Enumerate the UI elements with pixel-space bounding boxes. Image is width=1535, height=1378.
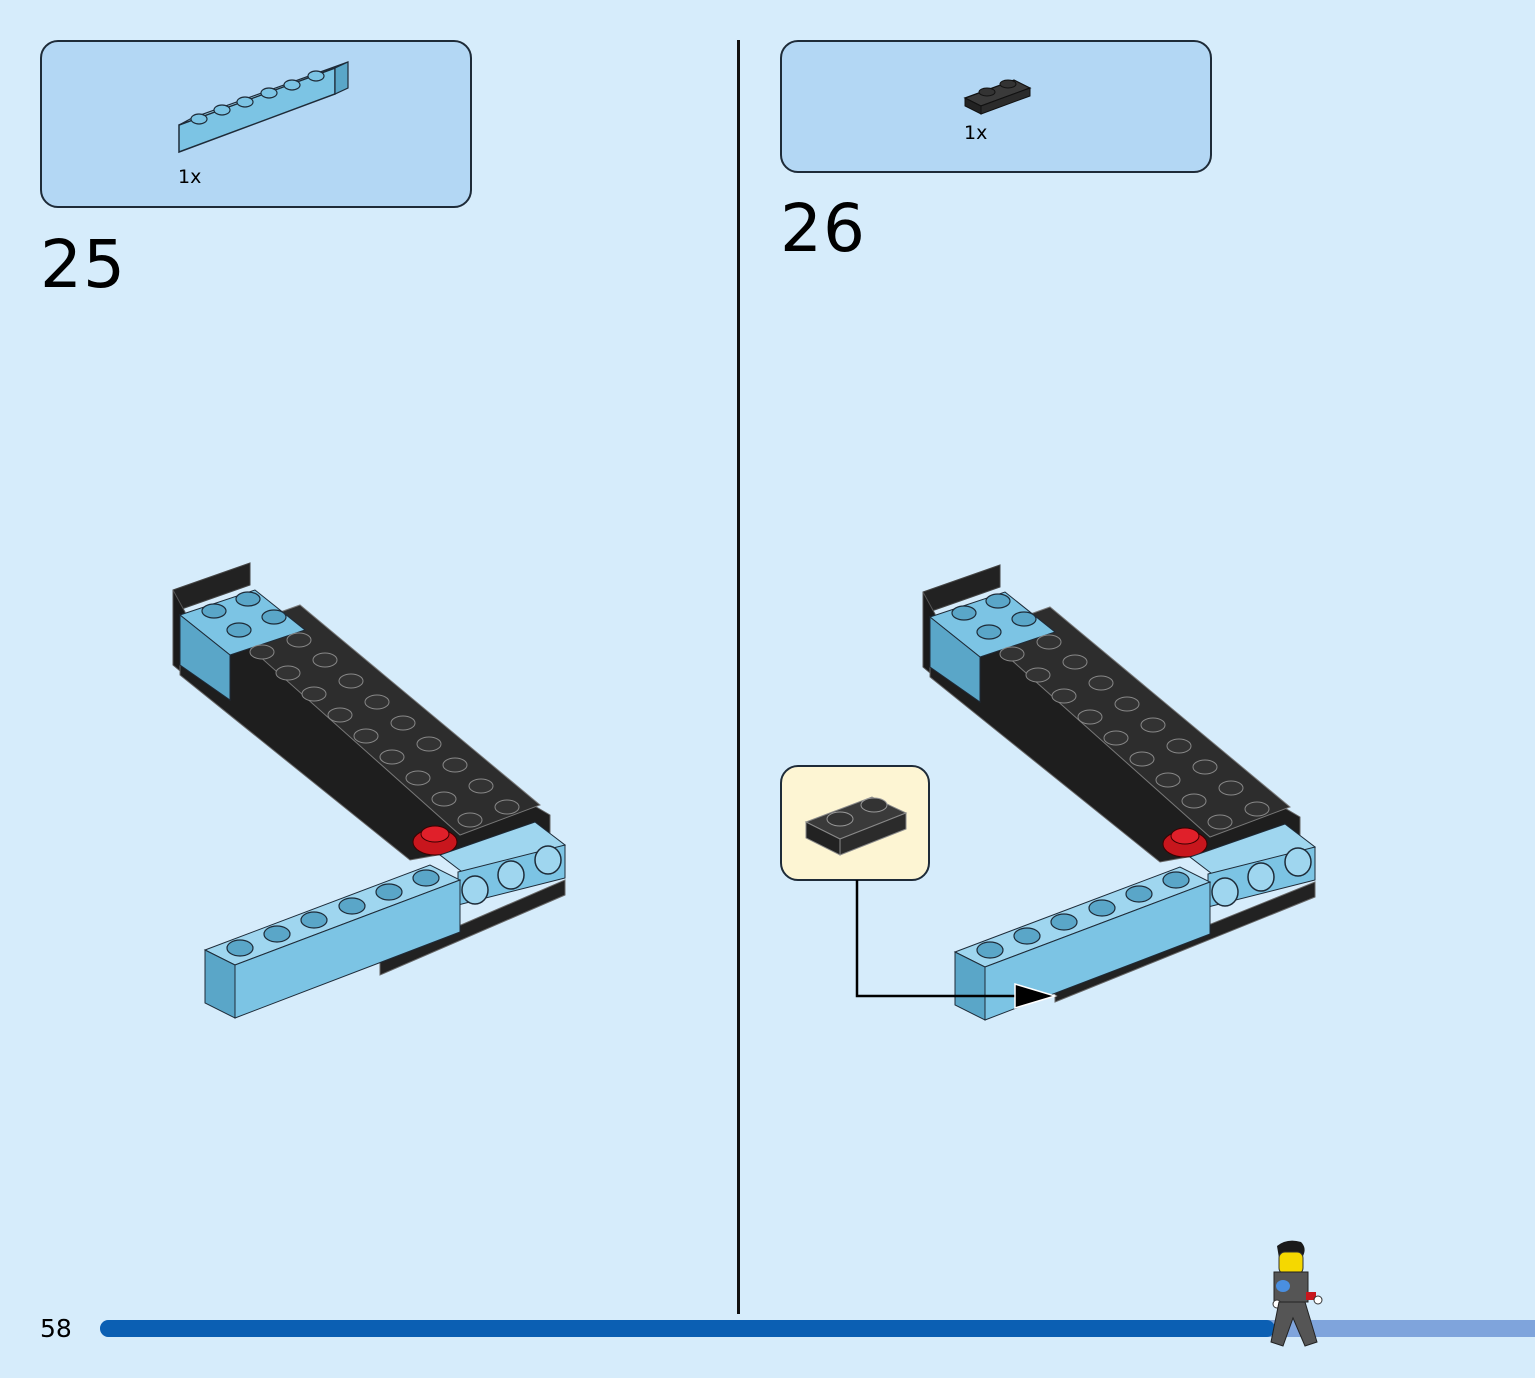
sub-assembly-callout <box>780 765 930 881</box>
step-25-parts-box: 1x <box>40 40 472 208</box>
part-quantity: 1x <box>964 122 988 144</box>
step-number: 25 <box>40 226 126 303</box>
plate-1x2-icon <box>963 79 1032 115</box>
step-number: 26 <box>780 190 866 267</box>
progress-fill <box>100 1320 1275 1337</box>
minifigure-icon <box>1270 1240 1323 1347</box>
step-divider <box>737 40 740 1314</box>
arrow-icon <box>855 880 1058 1010</box>
step-26-parts-box: 1x <box>780 40 1212 173</box>
plate-1x2-icon <box>804 796 908 856</box>
brick-1x6-icon <box>178 61 349 154</box>
page-number: 58 <box>40 1314 72 1343</box>
part-quantity: 1x <box>178 166 202 188</box>
step-25-model <box>172 562 567 1019</box>
step-26-model <box>922 564 1317 1021</box>
progress-bar <box>100 1320 1535 1337</box>
